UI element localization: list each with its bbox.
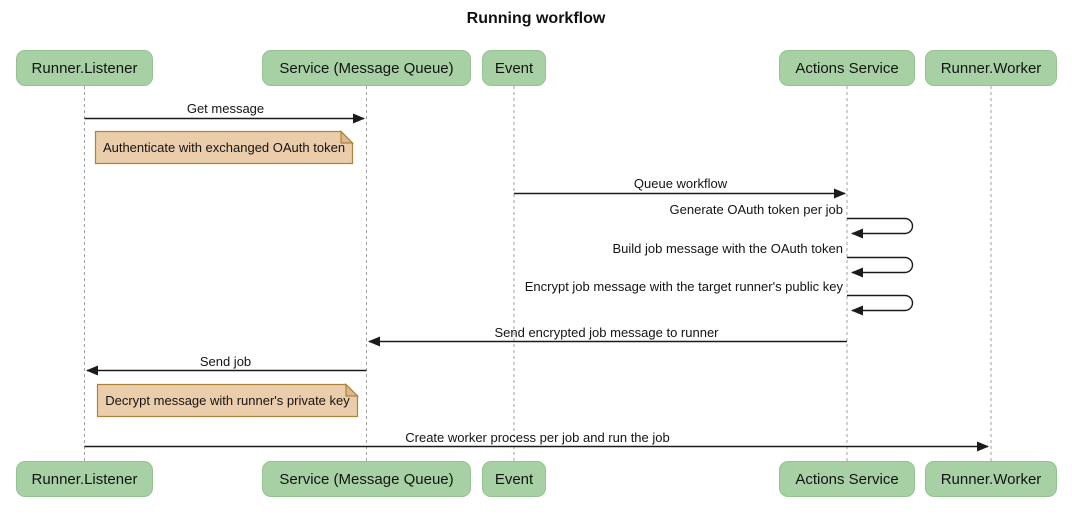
actor-bottom-runner-listener: Runner.Listener: [16, 461, 153, 497]
label-generate-token: Generate OAuth token per job: [669, 202, 843, 217]
label-create-worker: Create worker process per job and run th…: [405, 430, 670, 445]
label-get-message: Get message: [186, 101, 265, 116]
actor-top-actions-service: Actions Service: [779, 50, 915, 86]
note-authenticate-shape: [94, 130, 354, 165]
label-build-job-message: Build job message with the OAuth token: [612, 241, 843, 256]
actor-bottom-actions-service: Actions Service: [779, 461, 915, 497]
actor-top-runner-listener: Runner.Listener: [16, 50, 153, 86]
arrow-encrypt-job-message-selfloop: [847, 294, 914, 316]
arrow-build-job-message-selfloop: [847, 256, 914, 278]
note-decrypt: Decrypt message with runner's private ke…: [105, 393, 350, 408]
actor-bottom-service-queue: Service (Message Queue): [262, 461, 471, 497]
actor-top-service-queue: Service (Message Queue): [262, 50, 471, 86]
arrow-generate-token-selfloop: [847, 217, 914, 239]
diagram-title: Running workflow: [466, 10, 606, 27]
actor-bottom-runner-worker: Runner.Worker: [925, 461, 1057, 497]
label-send-encrypted: Send encrypted job message to runner: [494, 325, 719, 340]
label-queue-workflow: Queue workflow: [633, 176, 728, 191]
actor-top-event: Event: [482, 50, 546, 86]
actor-top-runner-worker: Runner.Worker: [925, 50, 1057, 86]
actor-bottom-event: Event: [482, 461, 546, 497]
label-encrypt-job-message: Encrypt job message with the target runn…: [524, 279, 843, 294]
note-decrypt-shape: [96, 383, 359, 418]
label-send-job: Send job: [199, 354, 252, 369]
note-authenticate: Authenticate with exchanged OAuth token: [102, 140, 346, 155]
